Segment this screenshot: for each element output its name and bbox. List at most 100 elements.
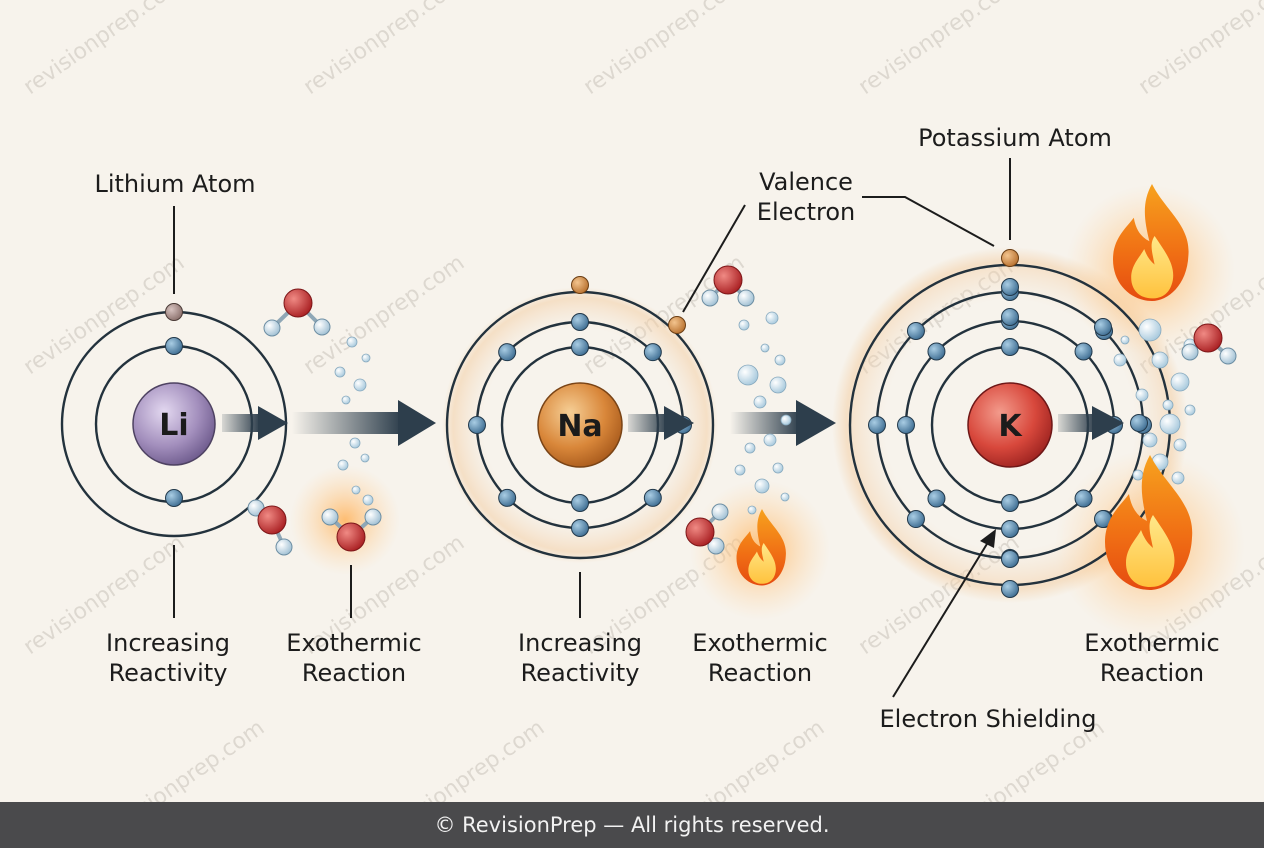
hydrogen-bubble (337, 459, 349, 471)
label-reactivity-2-line1: Increasing (518, 629, 642, 657)
hydrogen-bubble (734, 464, 746, 476)
water-molecule-icon (701, 265, 755, 307)
arrow-icon (1058, 406, 1124, 440)
watermark-text: revisionprep.com (19, 0, 189, 100)
label-reactivity-1-line2: Reactivity (109, 659, 228, 687)
hydrogen-bubble (1173, 438, 1187, 452)
hydrogen-bubble (1159, 413, 1181, 435)
label-exothermic-3-line2: Reaction (1100, 659, 1204, 687)
pointer-electron-shielding (892, 538, 991, 698)
pointer-lines (173, 158, 1011, 698)
hydrogen-bubble (351, 485, 361, 495)
hydrogen-bubble (353, 378, 367, 392)
hydrogen-bubble (774, 354, 786, 366)
hydrogen-bubble (754, 478, 770, 494)
hydrogen-bubble (1162, 399, 1174, 411)
flame-icon (1105, 455, 1193, 590)
label-exothermic-3-line1: Exothermic (1084, 629, 1219, 657)
hydrogen-bubble (361, 353, 371, 363)
watermark-text: revisionprep.com (299, 0, 469, 100)
hydrogen-bubble (1138, 318, 1162, 342)
reaction-arrows (222, 400, 1124, 446)
arrow-icon (628, 406, 694, 440)
hydrogen-bubble (1151, 351, 1169, 369)
valence-electron (571, 276, 589, 294)
electron (1130, 414, 1148, 432)
hydrogen-bubble (744, 442, 756, 454)
hydrogen-bubbles (334, 311, 1197, 515)
hydrogen-bubble (1135, 388, 1149, 402)
watermark-text: revisionprep.com (579, 0, 749, 100)
water-molecules (247, 265, 1237, 556)
water-molecule-icon (1181, 323, 1237, 365)
watermark-text: revisionprep.com (19, 250, 189, 380)
lithium-symbol: Li (159, 408, 188, 443)
electron (1074, 489, 1093, 508)
watermark-text: revisionprep.com (299, 250, 469, 380)
valence-electron (1001, 249, 1019, 267)
flame-icon (1113, 184, 1189, 301)
label-valence-line2: Electron (757, 198, 855, 226)
electron (643, 343, 662, 362)
water-molecule-icon (685, 503, 729, 555)
hydrogen-bubble (360, 453, 370, 463)
electron (165, 489, 183, 507)
arrow-icon (292, 400, 436, 446)
water-molecule-icon (247, 499, 293, 556)
hydrogen-bubble (349, 437, 361, 449)
electron (927, 342, 946, 361)
hydrogen-bubble (780, 414, 792, 426)
potassium-symbol: K (998, 409, 1023, 444)
hydrogen-bubble (346, 336, 358, 348)
hydrogen-bubble (769, 376, 787, 394)
hydrogen-bubble (738, 319, 750, 331)
label-exothermic-2-line1: Exothermic (692, 629, 827, 657)
electron (868, 416, 886, 434)
electron (1001, 308, 1019, 326)
watermark-text: revisionprep.com (659, 715, 829, 802)
label-exothermic-2-line2: Reaction (708, 659, 812, 687)
label-exothermic-1-line2: Reaction (302, 659, 406, 687)
electron (165, 337, 183, 355)
potassium-electrons (868, 249, 1152, 598)
hydrogen-bubble (1113, 353, 1127, 367)
pointer-valence-electron (682, 204, 746, 313)
hydrogen-bubble (780, 492, 790, 502)
hydrogen-bubble (1120, 335, 1130, 345)
water-molecule-icon (263, 288, 331, 337)
electron (571, 313, 589, 331)
hydrogen-bubble (1171, 471, 1185, 485)
electron (1001, 278, 1019, 296)
label-exothermic-1-line1: Exothermic (286, 629, 421, 657)
flames (736, 184, 1193, 590)
shielding-arrowhead (980, 529, 996, 548)
hydrogen-bubble (1170, 372, 1190, 392)
hydrogen-bubble (1184, 404, 1196, 416)
electron (1094, 318, 1112, 336)
watermark-text: revisionprep.com (379, 715, 549, 802)
hydrogen-bubble (1132, 469, 1144, 481)
sodium-nucleus (537, 382, 623, 468)
reactivity-diagram: revisionprep.com revisionprep.com revision… (19, 0, 1264, 802)
lithium-nucleus (132, 382, 216, 466)
water-molecule-icon (321, 508, 382, 552)
label-reactivity-1-line1: Increasing (106, 629, 230, 657)
electron (897, 416, 915, 434)
watermark-text: revisionprep.com (1134, 0, 1264, 100)
valence-electron (668, 316, 686, 334)
electron (468, 416, 486, 434)
watermark-text: revisionprep.com (1219, 715, 1264, 802)
lithium-electrons (165, 303, 183, 507)
sodium-symbol: Na (557, 409, 602, 444)
electron (571, 338, 589, 356)
hydrogen-bubble (760, 343, 770, 353)
hydrogen-bubble (1142, 432, 1158, 448)
hydrogen-bubble (763, 433, 777, 447)
label-potassium-atom: Potassium Atom (918, 124, 1112, 152)
hydrogen-bubble (362, 494, 374, 506)
hydrogen-bubble (737, 364, 759, 386)
label-valence-line1: Valence (759, 168, 853, 196)
electron (643, 488, 662, 507)
electron (1001, 550, 1019, 568)
footer-copyright: © RevisionPrep — All rights reserved. (0, 802, 1264, 848)
